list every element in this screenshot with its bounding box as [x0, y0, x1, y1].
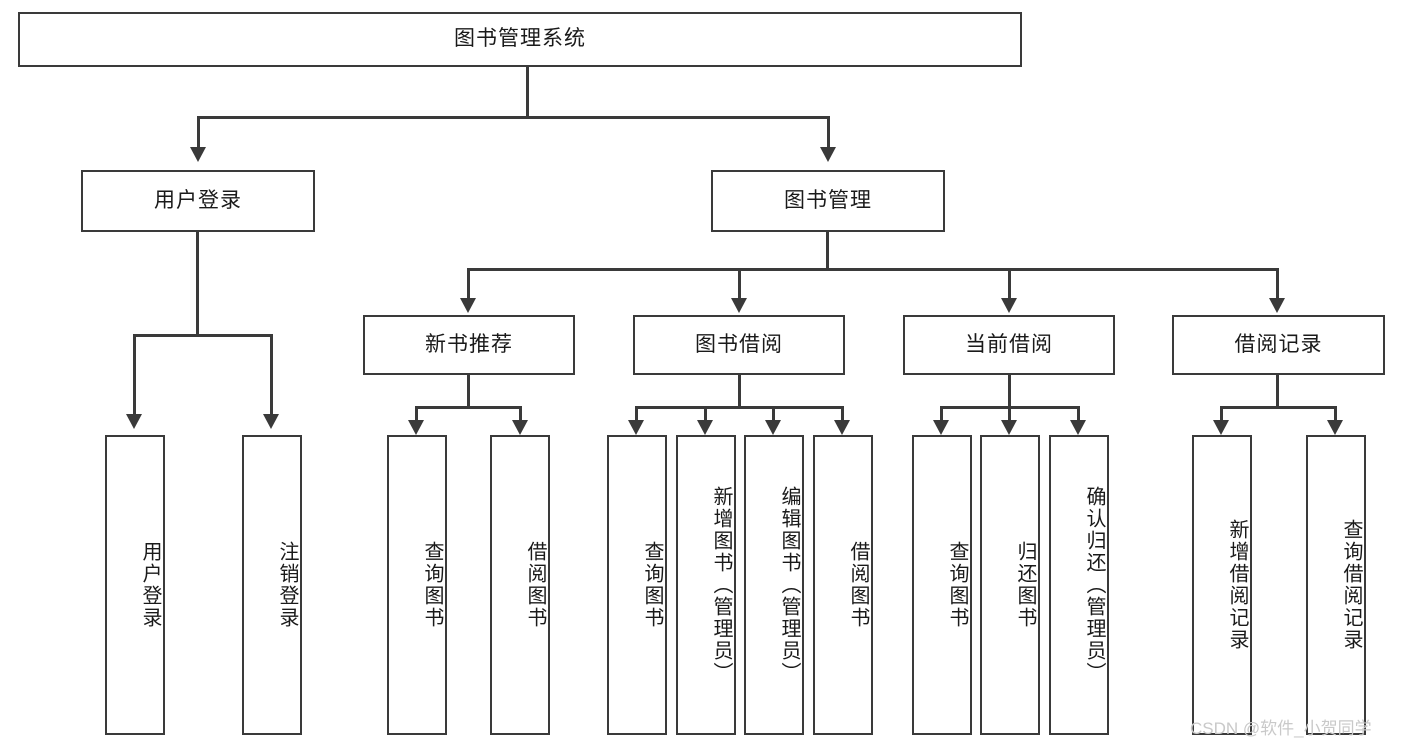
connector-new-book-bar [415, 406, 522, 409]
arrowhead-root-to-book-management [820, 147, 836, 162]
node-leaf-return-book[interactable]: 归还图书 [980, 435, 1040, 735]
arrowhead-br-leaf-2 [1327, 420, 1343, 435]
connector-user-login-to-leaf-1 [133, 334, 136, 416]
node-leaf-edit-book[interactable]: 编辑图书（管理员） [744, 435, 804, 735]
node-leaf-borrow-book[interactable]: 借阅图书 [813, 435, 873, 735]
node-label: 图书管理 [784, 188, 872, 212]
connector-bb-to-leaf-4 [841, 406, 844, 422]
connector-new-book-stem [467, 375, 470, 408]
arrowhead-bb-leaf-4 [834, 420, 850, 435]
connector-br-to-leaf-1 [1220, 406, 1223, 422]
node-leaf-query-book-current[interactable]: 查询图书 [912, 435, 972, 735]
node-leaf-logout[interactable]: 注销登录 [242, 435, 302, 735]
connector-user-login-stem [196, 232, 199, 336]
node-label: 编辑图书（管理员） [778, 486, 800, 684]
node-label: 新增图书（管理员） [710, 486, 732, 684]
node-label: 用户登录 [139, 541, 161, 629]
arrowhead-bm-new-book [460, 298, 476, 313]
arrowhead-br-leaf-1 [1213, 420, 1229, 435]
arrowhead-root-to-user-login [190, 147, 206, 162]
connector-cb-to-leaf-2 [1008, 406, 1011, 422]
connector-book-borrow-bar [635, 406, 844, 409]
connector-bb-to-leaf-2 [704, 406, 707, 422]
connector-new-book-to-leaf-2 [519, 406, 522, 422]
node-label: 新书推荐 [425, 332, 513, 356]
node-label: 当前借阅 [965, 332, 1053, 356]
arrowhead-new-book-leaf-1 [408, 420, 424, 435]
node-label: 借阅记录 [1234, 332, 1323, 356]
node-label: 查询图书 [641, 541, 663, 629]
node-leaf-confirm-return[interactable]: 确认归还（管理员） [1049, 435, 1109, 735]
node-label: 图书管理系统 [454, 27, 586, 51]
node-label: 借阅图书 [847, 541, 869, 629]
connector-root-bar [197, 116, 830, 119]
node-root-library-system[interactable]: 图书管理系统 [18, 12, 1022, 67]
node-book-management[interactable]: 图书管理 [711, 170, 945, 232]
connector-bm-to-book-borrow [738, 268, 741, 300]
connector-root-stem [526, 67, 529, 118]
node-label: 确认归还（管理员） [1083, 486, 1105, 684]
node-label: 查询借阅记录 [1340, 519, 1362, 651]
node-leaf-query-book-borrow[interactable]: 查询图书 [607, 435, 667, 735]
node-label: 用户登录 [154, 188, 242, 212]
node-label: 借阅图书 [524, 541, 546, 629]
node-label: 查询图书 [946, 541, 968, 629]
node-label: 注销登录 [276, 541, 298, 629]
connector-bm-to-new-book [467, 268, 470, 300]
arrowhead-bb-leaf-3 [765, 420, 781, 435]
node-label: 新增借阅记录 [1226, 519, 1248, 651]
node-label: 归还图书 [1014, 541, 1036, 629]
node-leaf-borrow-book-recommend[interactable]: 借阅图书 [490, 435, 550, 735]
node-leaf-add-book[interactable]: 新增图书（管理员） [676, 435, 736, 735]
arrowhead-bm-book-borrow [731, 298, 747, 313]
connector-current-borrow-stem [1008, 375, 1011, 408]
connector-br-to-leaf-2 [1334, 406, 1337, 422]
connector-bb-to-leaf-1 [635, 406, 638, 422]
connector-cb-to-leaf-1 [940, 406, 943, 422]
connector-root-to-user-login [197, 116, 200, 149]
arrowhead-bb-leaf-2 [697, 420, 713, 435]
arrowhead-cb-leaf-1 [933, 420, 949, 435]
connector-new-book-to-leaf-1 [415, 406, 418, 422]
arrowhead-bm-borrow-record [1269, 298, 1285, 313]
connector-user-login-to-leaf-2 [270, 334, 273, 416]
connector-bm-to-borrow-record [1276, 268, 1279, 300]
node-leaf-user-login[interactable]: 用户登录 [105, 435, 165, 735]
node-leaf-add-borrow-record[interactable]: 新增借阅记录 [1192, 435, 1252, 735]
node-leaf-query-borrow-record[interactable]: 查询借阅记录 [1306, 435, 1366, 735]
connector-book-management-bar [467, 268, 1279, 271]
node-label: 图书借阅 [695, 332, 783, 356]
node-current-borrow[interactable]: 当前借阅 [903, 315, 1115, 375]
connector-user-login-bar [133, 334, 273, 337]
connector-borrow-record-stem [1276, 375, 1279, 408]
connector-bb-to-leaf-3 [772, 406, 775, 422]
connector-book-borrow-stem [738, 375, 741, 408]
node-leaf-query-book-recommend[interactable]: 查询图书 [387, 435, 447, 735]
arrowhead-new-book-leaf-2 [512, 420, 528, 435]
node-user-login[interactable]: 用户登录 [81, 170, 315, 232]
arrowhead-bb-leaf-1 [628, 420, 644, 435]
connector-root-to-book-management [827, 116, 830, 149]
node-borrow-record[interactable]: 借阅记录 [1172, 315, 1385, 375]
node-book-borrow[interactable]: 图书借阅 [633, 315, 845, 375]
arrowhead-cb-leaf-2 [1001, 420, 1017, 435]
connector-book-management-stem [826, 232, 829, 269]
node-label: 查询图书 [421, 541, 443, 629]
arrowhead-user-login-leaf-1 [126, 414, 142, 429]
connector-bm-to-current-borrow [1008, 268, 1011, 300]
connector-cb-to-leaf-3 [1077, 406, 1080, 422]
arrowhead-bm-current-borrow [1001, 298, 1017, 313]
arrowhead-user-login-leaf-2 [263, 414, 279, 429]
arrowhead-cb-leaf-3 [1070, 420, 1086, 435]
node-new-book-recommend[interactable]: 新书推荐 [363, 315, 575, 375]
connector-borrow-record-bar [1220, 406, 1337, 409]
